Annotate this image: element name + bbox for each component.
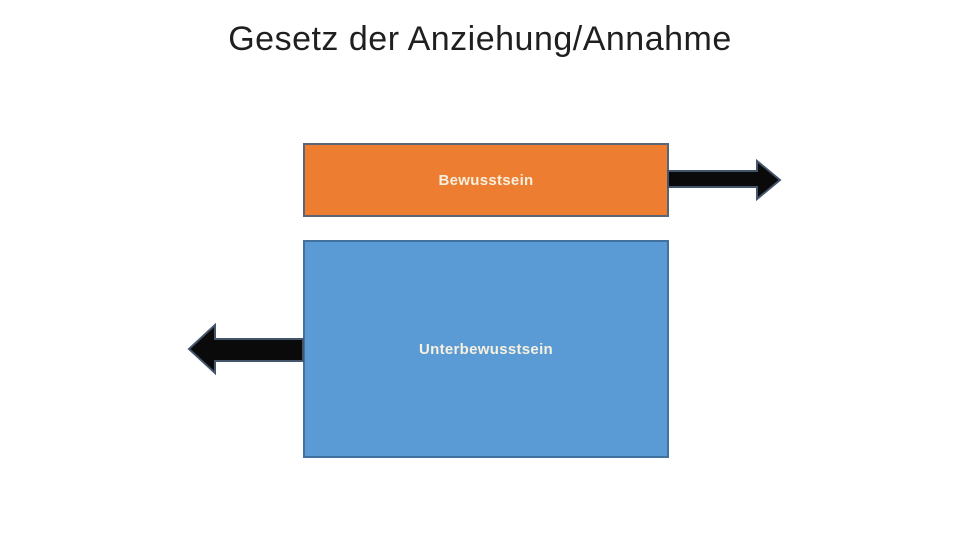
slide-title: Gesetz der Anziehung/Annahme: [228, 20, 732, 58]
right-arrow-icon: [667, 158, 782, 202]
box-unterbewusstsein: Unterbewusstsein: [303, 240, 669, 458]
right-arrow-shape: [667, 158, 782, 202]
left-arrow-icon: [187, 323, 304, 376]
box-unterbewusstsein-label: Unterbewusstsein: [419, 340, 553, 358]
left-arrow-shape: [187, 323, 304, 376]
box-bewusstsein: Bewusstsein: [303, 143, 669, 217]
box-bewusstsein-label: Bewusstsein: [438, 171, 534, 189]
